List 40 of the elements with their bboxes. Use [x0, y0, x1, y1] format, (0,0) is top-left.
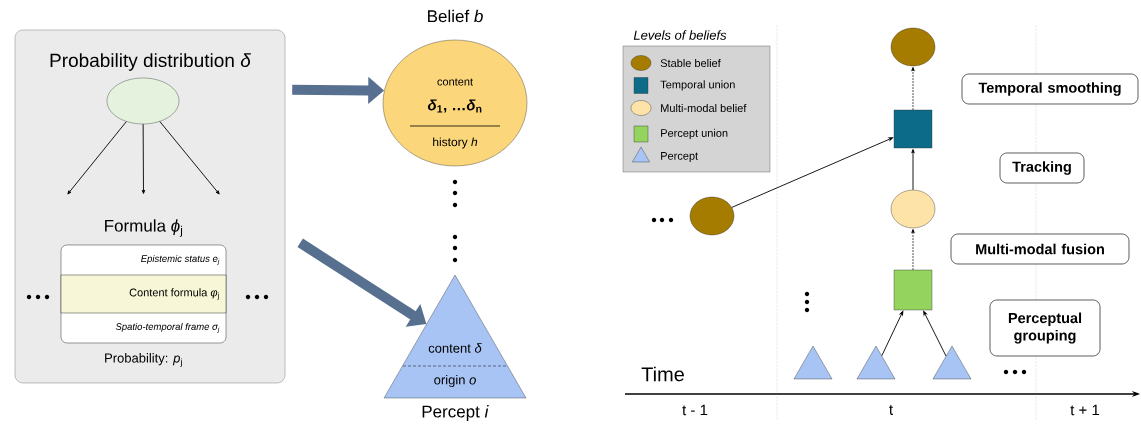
ellipse-node	[106, 77, 180, 125]
node-label: Percept i	[422, 405, 489, 421]
triangle-node	[932, 345, 972, 380]
node-label: Probability: p$_{j}$	[105, 353, 182, 367]
axis-label: Time	[641, 366, 684, 382]
node-label: Belief b	[428, 9, 483, 23]
stage-label: Tracking	[999, 152, 1085, 184]
ellipse-node	[890, 27, 936, 67]
stage-label: Temporal smoothing	[961, 73, 1139, 105]
legend-text: Percept union	[661, 128, 728, 140]
stage-label: Perceptual grouping	[989, 299, 1101, 357]
triangle-node	[856, 345, 896, 380]
arrow	[731, 137, 894, 208]
ellipse-node	[689, 196, 735, 236]
legend-text: Percept	[661, 152, 699, 162]
legend-title: Levels of beliefs	[633, 30, 727, 40]
square-node	[893, 109, 933, 149]
tick-label: t	[889, 405, 893, 415]
legend-text: Multi-modal belief	[661, 103, 747, 113]
arrow	[159, 121, 220, 195]
formula-row: Epistemic status e$_{j}$	[141, 255, 220, 265]
arrow	[881, 310, 904, 357]
arrow	[923, 310, 947, 357]
percept-triangle: content δ origin o Percept i	[383, 274, 527, 421]
legend-text: Temporal union	[660, 80, 735, 91]
arrow	[67, 121, 127, 195]
arrow	[911, 229, 915, 271]
stage-label: Multi-modal fusion	[950, 233, 1130, 265]
formula-row: Spatio-temporal frame σ$_{j}$	[115, 323, 220, 333]
square-node	[893, 269, 933, 311]
ellipse-node	[890, 189, 936, 229]
arrow	[141, 123, 146, 194]
arrow	[911, 67, 915, 111]
triangle-node	[793, 345, 833, 380]
tick-label: t + 1	[1070, 404, 1100, 416]
tick-label: t - 1	[682, 404, 708, 416]
formula-row: Content formula φ$_{j}$	[60, 274, 227, 314]
arrow	[911, 149, 915, 191]
legend-text: Stable belief	[660, 58, 721, 68]
node-label: Formula ϕ$_{j}$	[105, 219, 183, 237]
